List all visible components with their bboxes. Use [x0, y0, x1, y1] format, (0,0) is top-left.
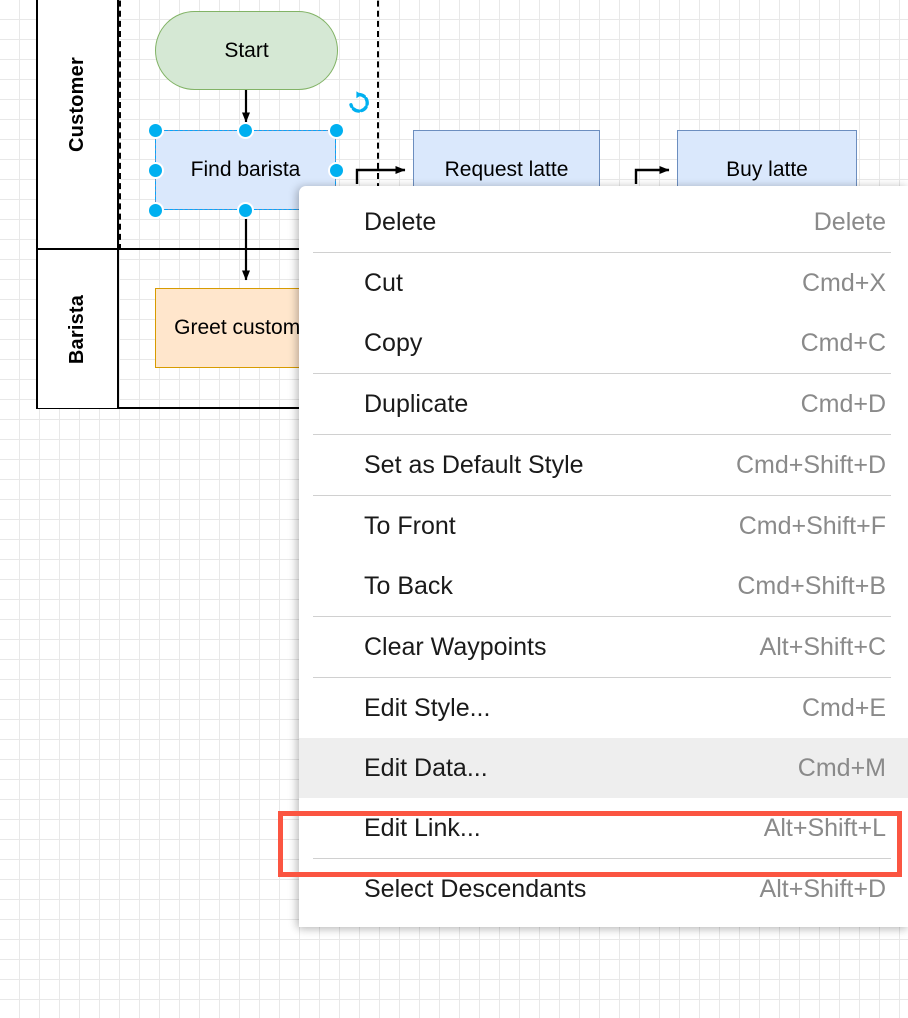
lane-header-customer[interactable]: Customer: [38, 0, 119, 248]
lane-barista[interactable]: Barista: [38, 250, 908, 408]
menu-item-label: Edit Data...: [364, 753, 488, 782]
menu-item-label: To Front: [364, 511, 456, 540]
menu-item-shortcut: Delete: [813, 207, 886, 236]
menu-item-label: Duplicate: [364, 389, 469, 418]
resize-handle-nw[interactable]: [146, 121, 164, 139]
menu-item-shortcut: Alt+Shift+D: [759, 874, 886, 903]
menu-item-delete[interactable]: Delete Delete: [299, 192, 908, 252]
menu-item-to-front[interactable]: To Front Cmd+Shift+F: [299, 496, 908, 556]
lane-header-barista[interactable]: Barista: [38, 250, 119, 408]
menu-item-cut[interactable]: Cut Cmd+X: [299, 253, 908, 313]
shape-label-request-latte: Request latte: [444, 158, 569, 181]
menu-item-shortcut: Cmd+M: [797, 753, 886, 782]
shape-start[interactable]: Start: [155, 11, 338, 90]
menu-item-set-as-default-style[interactable]: Set as Default Style Cmd+Shift+D: [299, 435, 908, 495]
resize-handle-s[interactable]: [237, 201, 254, 219]
menu-item-edit-link[interactable]: Edit Link... Alt+Shift+L: [299, 798, 908, 858]
menu-item-shortcut: Cmd+Shift+D: [735, 450, 886, 479]
menu-item-shortcut: Cmd+C: [800, 328, 886, 357]
menu-item-shortcut: Cmd+Shift+B: [737, 571, 886, 600]
menu-separator: [313, 858, 891, 859]
menu-item-shortcut: Cmd+E: [801, 693, 886, 722]
menu-item-shortcut: Cmd+D: [800, 389, 886, 418]
menu-item-label: Cut: [364, 268, 403, 297]
menu-item-label: Edit Link...: [364, 813, 481, 842]
rotate-icon[interactable]: [346, 90, 372, 116]
menu-item-to-back[interactable]: To Back Cmd+Shift+B: [299, 556, 908, 616]
menu-item-select-descendants[interactable]: Select Descendants Alt+Shift+D: [299, 859, 908, 919]
phase-divider-right: [377, 0, 379, 250]
menu-item-duplicate[interactable]: Duplicate Cmd+D: [299, 374, 908, 434]
menu-item-shortcut: Alt+Shift+C: [759, 632, 886, 661]
menu-separator: [313, 373, 891, 374]
shape-label-find-barista: Find barista: [190, 158, 301, 181]
shape-label-greet-customer: Greet customer: [174, 316, 319, 339]
menu-item-label: Copy: [364, 328, 423, 357]
menu-separator: [313, 252, 891, 253]
resize-handle-sw[interactable]: [146, 201, 164, 219]
menu-item-edit-data[interactable]: Edit Data... Cmd+M: [299, 738, 908, 798]
lane-label-barista: Barista: [66, 294, 88, 364]
menu-separator: [313, 677, 891, 678]
menu-item-label: Delete: [364, 207, 437, 236]
menu-item-clear-waypoints[interactable]: Clear Waypoints Alt+Shift+C: [299, 617, 908, 677]
menu-separator: [313, 495, 891, 496]
shape-label-start: Start: [224, 38, 269, 62]
menu-separator: [313, 434, 891, 435]
resize-handle-n[interactable]: [237, 121, 254, 139]
menu-item-shortcut: Cmd+Shift+F: [738, 511, 886, 540]
menu-item-label: Select Descendants: [364, 874, 587, 903]
phase-divider-left: [119, 0, 121, 250]
resize-handle-w[interactable]: [146, 161, 164, 179]
menu-item-edit-style[interactable]: Edit Style... Cmd+E: [299, 678, 908, 738]
menu-item-shortcut: Cmd+X: [801, 268, 886, 297]
menu-item-copy[interactable]: Copy Cmd+C: [299, 313, 908, 373]
lane-label-customer: Customer: [66, 56, 89, 152]
menu-separator: [313, 616, 891, 617]
resize-handle-ne[interactable]: [327, 121, 345, 139]
menu-item-label: To Back: [364, 571, 453, 600]
menu-item-label: Set as Default Style: [364, 450, 584, 479]
shape-label-buy-latte: Buy latte: [726, 158, 808, 181]
menu-item-label: Clear Waypoints: [364, 632, 547, 661]
resize-handle-e[interactable]: [327, 161, 345, 179]
menu-item-shortcut: Alt+Shift+L: [763, 813, 886, 842]
menu-item-label: Edit Style...: [364, 693, 491, 722]
